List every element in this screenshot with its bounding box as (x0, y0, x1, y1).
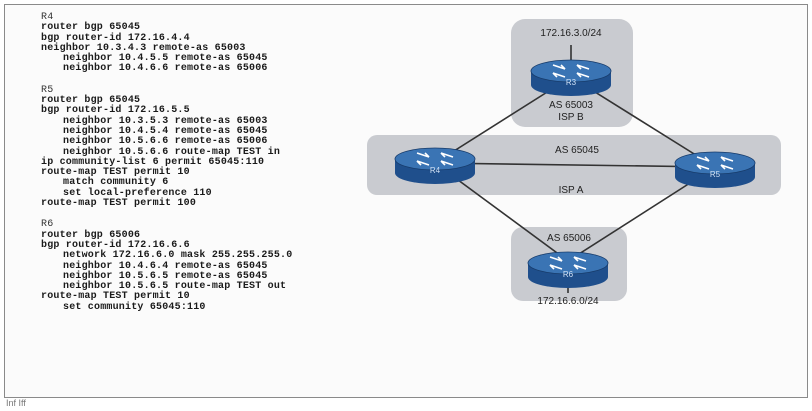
config-line: route-map TEST permit 10 (41, 291, 190, 303)
config-line: router bgp 65045 (41, 95, 141, 107)
link-r4-r5 (434, 162, 716, 168)
isp-a-as-label: AS 65045 (555, 145, 599, 156)
config-section-title: R6 (41, 219, 54, 231)
config-line: neighbor 10.4.5.5 remote-as 65045 (63, 53, 268, 65)
config-line: neighbor 10.5.6.6 remote-as 65006 (63, 136, 268, 148)
config-line: ip community-list 6 permit 65045:110 (41, 156, 265, 168)
config-line: set community 65045:110 (63, 301, 206, 313)
as-65006-prefix: 172.16.6.0/24 (537, 296, 599, 307)
config-line: router bgp 65006 (41, 229, 141, 241)
config-line: neighbor 10.4.5.4 remote-as 65045 (63, 125, 268, 137)
router-icon (527, 251, 609, 288)
router-r6-label: R6 (563, 270, 574, 279)
router-r4-label: R4 (430, 166, 441, 175)
config-line: bgp router-id 172.16.4.4 (41, 32, 190, 44)
router-r4[interactable]: R4 (394, 147, 476, 184)
config-section-title: R5 (41, 84, 54, 96)
config-line: bgp router-id 172.16.5.5 (41, 105, 190, 117)
config-line: neighbor 10.3.4.3 remote-as 65003 (41, 42, 246, 54)
isp-b-prefix: 172.16.3.0/24 (540, 28, 602, 39)
config-line: neighbor 10.5.6.6 route-map TEST in (63, 146, 281, 158)
config-line: network 172.16.6.0 mask 255.255.255.0 (63, 250, 293, 262)
router-icon (394, 147, 476, 184)
router-icon (530, 59, 612, 96)
config-line: neighbor 10.5.6.5 remote-as 65045 (63, 270, 268, 282)
footer-mark: Inf Iff (6, 398, 26, 408)
config-line: bgp router-id 172.16.6.6 (41, 239, 190, 251)
router-r5[interactable]: R5 (674, 151, 756, 188)
config-line: neighbor 10.5.6.5 route-map TEST out (63, 281, 287, 293)
isp-a-name: ISP A (559, 185, 584, 196)
router-r6[interactable]: R6 (527, 251, 609, 288)
config-line: neighbor 10.4.6.4 remote-as 65045 (63, 260, 268, 272)
router-r5-label: R5 (710, 170, 721, 179)
network-topology-diagram: R3 R4 R5 R6 172.16.3.0/24 AS 65003 ISP B… (367, 19, 781, 307)
router-icon (674, 151, 756, 188)
router-r3-label: R3 (566, 78, 577, 87)
isp-b-name: ISP B (558, 112, 584, 123)
isp-b-as-label: AS 65003 (549, 100, 593, 111)
config-line: match community 6 (63, 177, 169, 189)
config-section-title: R4 (41, 12, 54, 23)
config-line: neighbor 10.3.5.3 remote-as 65003 (63, 115, 268, 127)
config-line: route-map TEST permit 100 (41, 198, 197, 210)
config-line: router bgp 65045 (41, 22, 141, 34)
router-r3[interactable]: R3 (530, 59, 612, 96)
as-65006-label: AS 65006 (547, 233, 591, 244)
config-line: set local-preference 110 (63, 187, 212, 199)
config-line: neighbor 10.4.6.6 remote-as 65006 (63, 63, 268, 75)
config-line: route-map TEST permit 10 (41, 167, 190, 179)
